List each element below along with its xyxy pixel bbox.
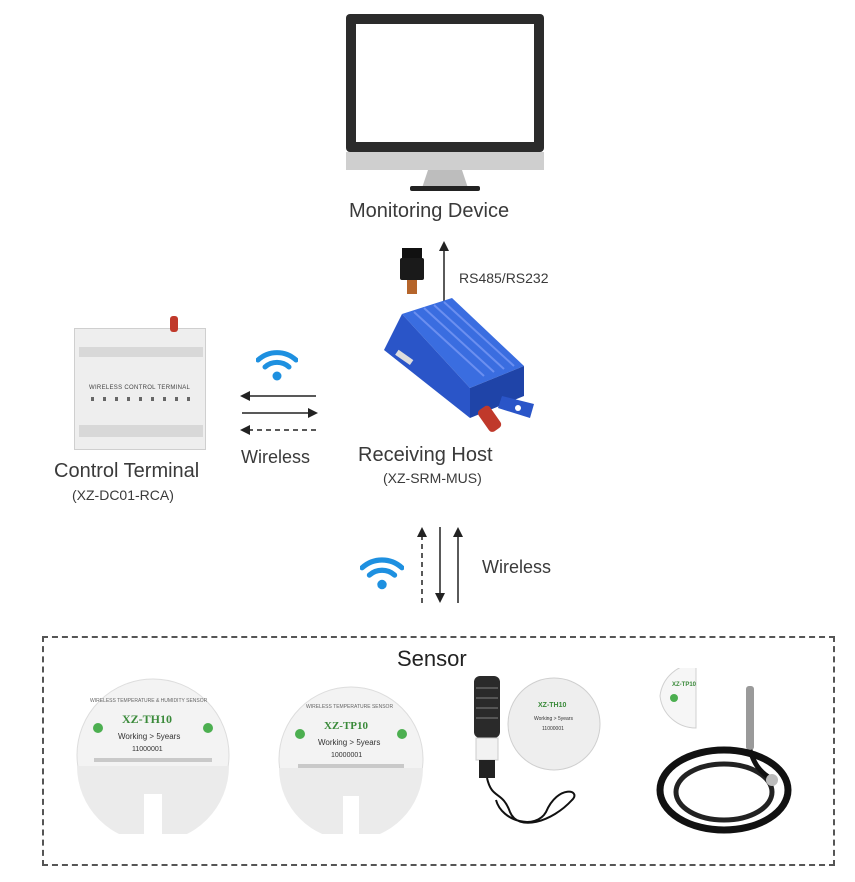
sensor-group-frame xyxy=(42,636,835,866)
wireless-left-label: Wireless xyxy=(241,447,311,467)
sensor-probe-small: XZ-TH10 Working > 5years 11000001 xyxy=(462,672,612,834)
th10-working: Working > 5years xyxy=(118,732,181,741)
probe-cable-model: XZ-TP10 xyxy=(672,682,697,688)
receiving-host-device xyxy=(384,298,534,432)
tp10-working: Working > 5years xyxy=(318,738,381,747)
monitoring-device-label: Monitoring Device xyxy=(349,200,510,222)
sensor-th10: WIRELESS TEMPERATURE & HUMIDITY SENSOR X… xyxy=(74,676,232,834)
probe-small-serial: 11000001 xyxy=(542,726,564,732)
probe-small-working: Working > 5years xyxy=(534,716,573,722)
tp10-model: XZ-TP10 xyxy=(324,720,368,732)
connector-icon xyxy=(400,248,424,294)
th10-model: XZ-TH10 xyxy=(122,712,173,726)
monitor-icon xyxy=(346,14,544,191)
sensor-tp10: WIRELESS TEMPERATURE SENSOR XZ-TP10 Work… xyxy=(276,684,426,834)
bidirectional-arrows xyxy=(240,391,318,435)
receiving-host-label: Receiving Host xyxy=(358,444,493,466)
wifi-icon xyxy=(256,350,298,381)
vertical-arrows xyxy=(417,527,463,603)
control-terminal-model: (XZ-DC01-RCA) xyxy=(72,487,174,503)
th10-arc-text: WIRELESS TEMPERATURE & HUMIDITY SENSOR xyxy=(90,698,208,704)
wifi-icon xyxy=(360,557,404,590)
control-terminal-label: Control Terminal xyxy=(54,460,200,482)
antenna-icon xyxy=(170,316,178,332)
wireless-bottom-label: Wireless xyxy=(482,557,552,577)
probe-small-model: XZ-TH10 xyxy=(538,702,567,709)
rs485-label: RS485/RS232 xyxy=(459,270,549,286)
control-terminal-device: WIRELESS CONTROL TERMINAL xyxy=(74,328,206,450)
sensor-title: Sensor xyxy=(397,646,467,671)
tp10-arc-text: WIRELESS TEMPERATURE SENSOR xyxy=(306,704,394,710)
terminal-panel-text: WIRELESS CONTROL TERMINAL xyxy=(89,385,191,391)
th10-serial: 11000001 xyxy=(132,746,163,753)
arrow-up xyxy=(439,241,449,304)
receiving-host-model: (XZ-SRM-MUS) xyxy=(383,470,482,486)
sensor-probe-cable: XZ-TP10 xyxy=(650,668,800,836)
tp10-serial: 10000001 xyxy=(331,752,363,759)
